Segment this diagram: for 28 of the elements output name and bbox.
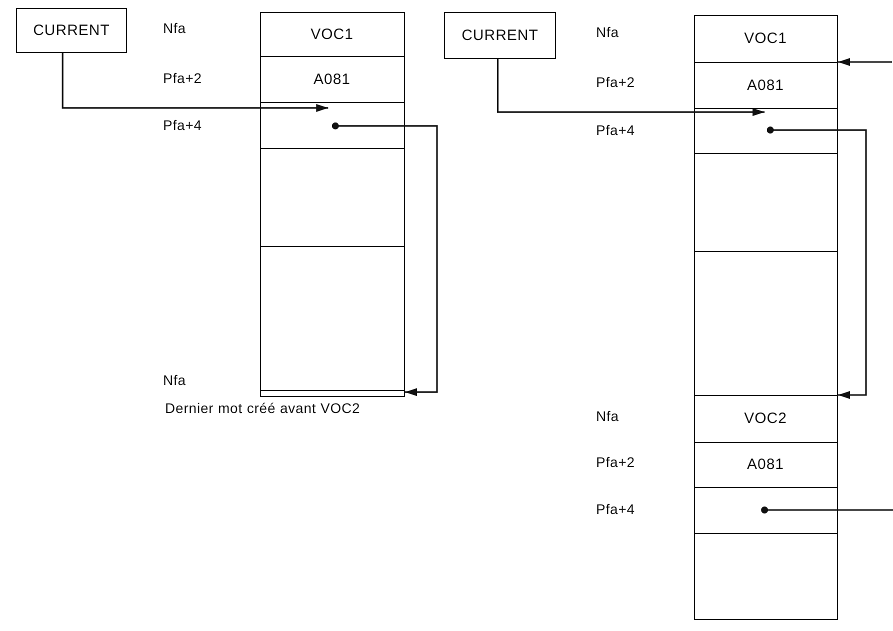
address-label: Nfa — [163, 372, 186, 388]
arrow — [62, 53, 328, 112]
address-label: Nfa — [596, 408, 619, 424]
cell-text: A081 — [746, 456, 784, 473]
address-label: Pfa+4 — [596, 122, 635, 138]
address-label: Pfa+2 — [163, 70, 202, 86]
arrow — [838, 58, 892, 66]
cell-text: VOC2 — [744, 410, 787, 427]
register-box — [16, 8, 127, 53]
address-label: Pfa+2 — [596, 454, 635, 470]
note-text: Dernier mot créé avant VOC2 — [165, 400, 360, 416]
cell-text: CURRENT — [462, 27, 538, 44]
memory-column — [260, 12, 405, 397]
address-label: Pfa+4 — [596, 501, 635, 517]
cell-text: VOC1 — [744, 30, 787, 47]
address-label: Pfa+4 — [163, 117, 202, 133]
address-label: Nfa — [596, 24, 619, 40]
cell-text: VOC1 — [310, 26, 354, 42]
pointer-arrow — [766, 126, 867, 399]
cell-text: A081 — [746, 76, 784, 94]
address-label: Pfa+2 — [596, 74, 635, 90]
cell-text: A081 — [313, 70, 351, 88]
address-label: Nfa — [163, 20, 186, 36]
cell-text: CURRENT — [33, 22, 110, 39]
arrow — [496, 59, 765, 116]
pointer-arrow — [332, 122, 438, 396]
memory-column — [694, 15, 838, 620]
register-box — [444, 12, 556, 59]
